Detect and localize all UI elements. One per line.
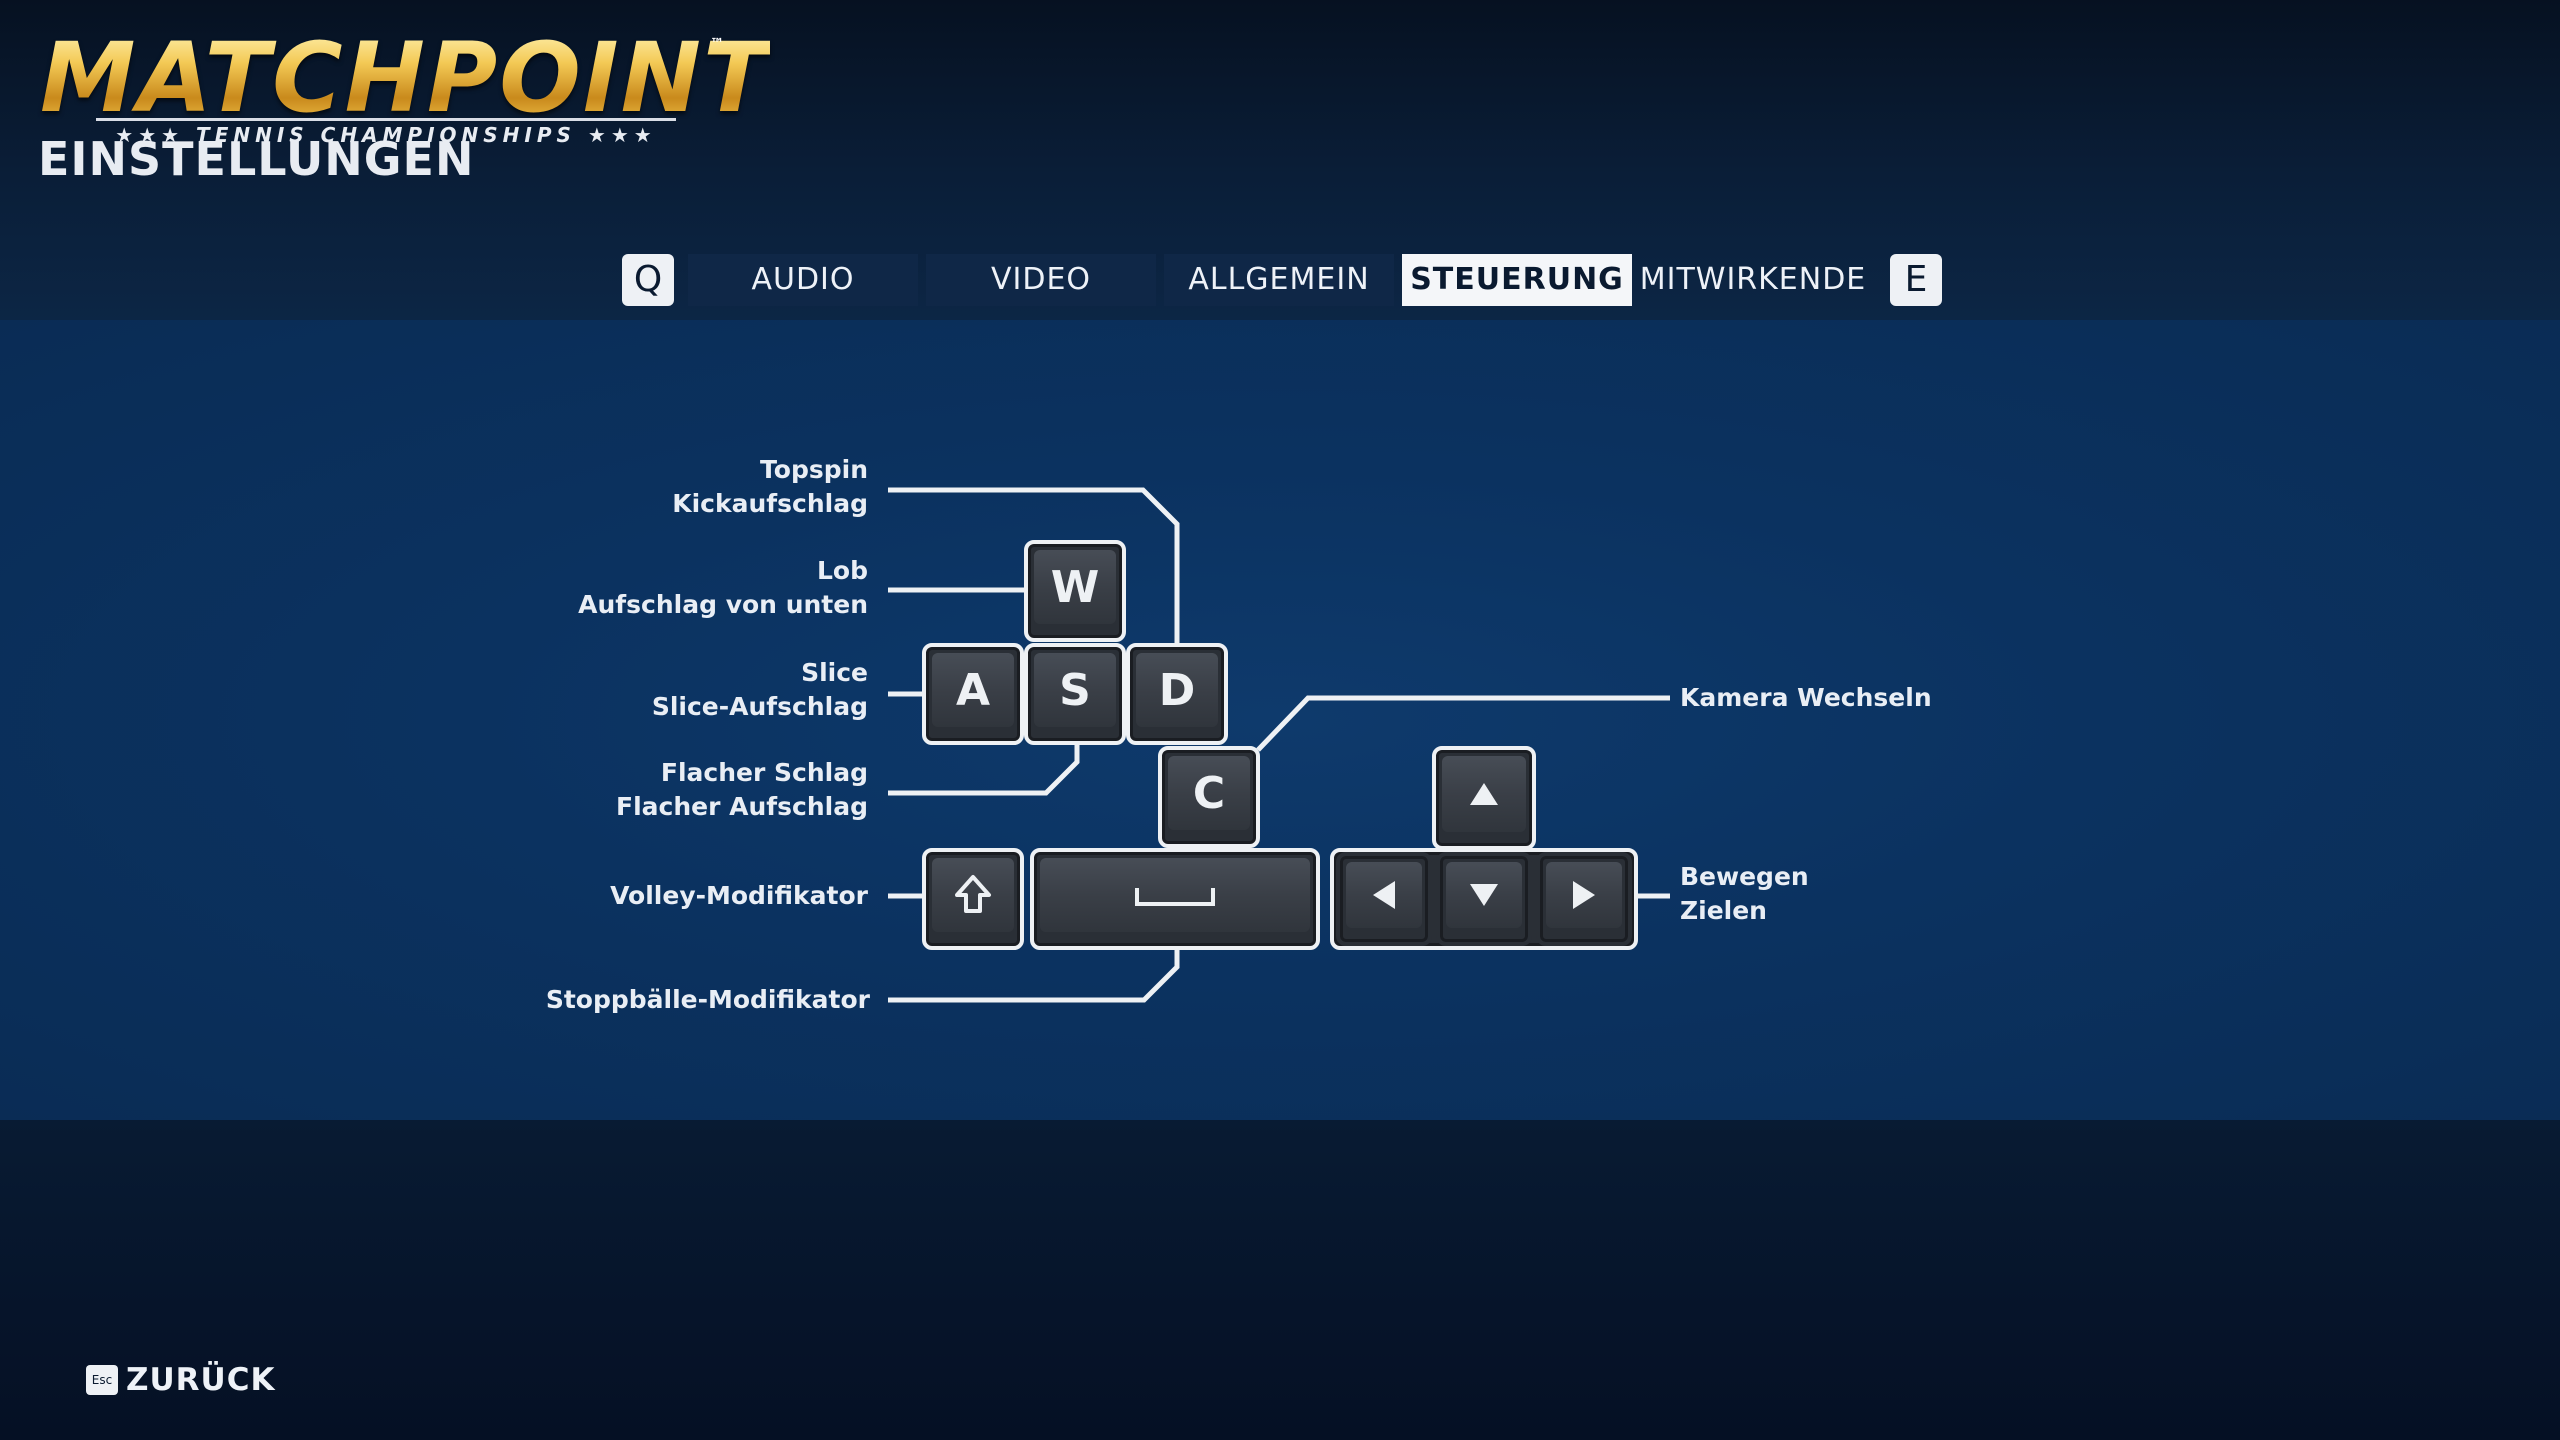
arrow-left-icon [1373,881,1395,909]
arrow-down-icon [1470,884,1498,906]
back-label: ZURÜCK [126,1362,276,1398]
key-space [1030,848,1320,950]
key-w-label: W [1050,561,1100,613]
logo-subtitle: ★★★ TENNIS CHAMPIONSHIPS ★★★ [96,118,676,147]
binding-label-move: Bewegen Zielen [1680,862,1809,925]
key-arrow-down [1436,852,1532,946]
key-c-label: C [1192,767,1226,819]
key-s: S [1024,643,1126,745]
key-w: W [1024,540,1126,642]
logo-trademark: ™ [710,36,724,52]
controls-panel [0,320,2560,1120]
logo-wordmark: MATCHPOINT [40,22,771,134]
connector-flat [888,744,1080,796]
binding-label-slice: Slice Slice-Aufschlag [651,658,868,721]
tab-video[interactable]: VIDEO [926,254,1156,306]
next-tab-key-hint[interactable]: E [1890,254,1942,306]
key-d-label: D [1158,664,1196,716]
back-button[interactable]: Esc ZURÜCK [86,1362,275,1398]
tab-audio[interactable]: AUDIO [688,254,918,306]
key-s-label: S [1059,664,1091,716]
key-arrow-up [1432,746,1536,850]
key-a-label: A [955,664,991,716]
connector-drop [888,948,1180,1003]
key-d: D [1126,643,1228,745]
binding-label-flat: Flacher Schlag Flacher Aufschlag [616,758,868,821]
key-arrow-right [1536,852,1632,946]
tab-allgemein[interactable]: ALLGEMEIN [1164,254,1394,306]
key-c: C [1158,746,1260,848]
binding-label-drop: Stoppbälle-Modifikator [545,985,870,1014]
binding-label-camera: Kamera Wechseln [1680,683,1932,712]
arrow-right-icon [1573,881,1595,909]
key-arrow-left [1336,852,1432,946]
shift-arrow-icon [955,875,991,913]
connector-topspin [888,487,1180,646]
tab-steuerung[interactable]: STEUERUNG [1402,254,1632,306]
binding-label-volley: Volley-Modifikator [610,881,868,910]
space-bar-icon [1135,888,1215,906]
arrow-up-icon [1470,783,1498,805]
page-title: EINSTELLUNGEN [38,132,475,186]
bottom-background [0,1120,2560,1440]
tab-mitwirkende[interactable]: MITWIRKENDE [1639,262,1867,297]
binding-label-topspin: Topspin Kickaufschlag [672,455,868,518]
connector-camera [1256,695,1670,752]
esc-key-icon: Esc [86,1365,118,1395]
prev-tab-key-hint[interactable]: Q [622,254,674,306]
key-a: A [922,643,1024,745]
binding-label-lob: Lob Aufschlag von unten [578,556,868,619]
key-shift [922,848,1024,950]
game-logo: MATCHPOINT ™ ★★★ TENNIS CHAMPIONSHIPS ★★… [40,28,768,148]
